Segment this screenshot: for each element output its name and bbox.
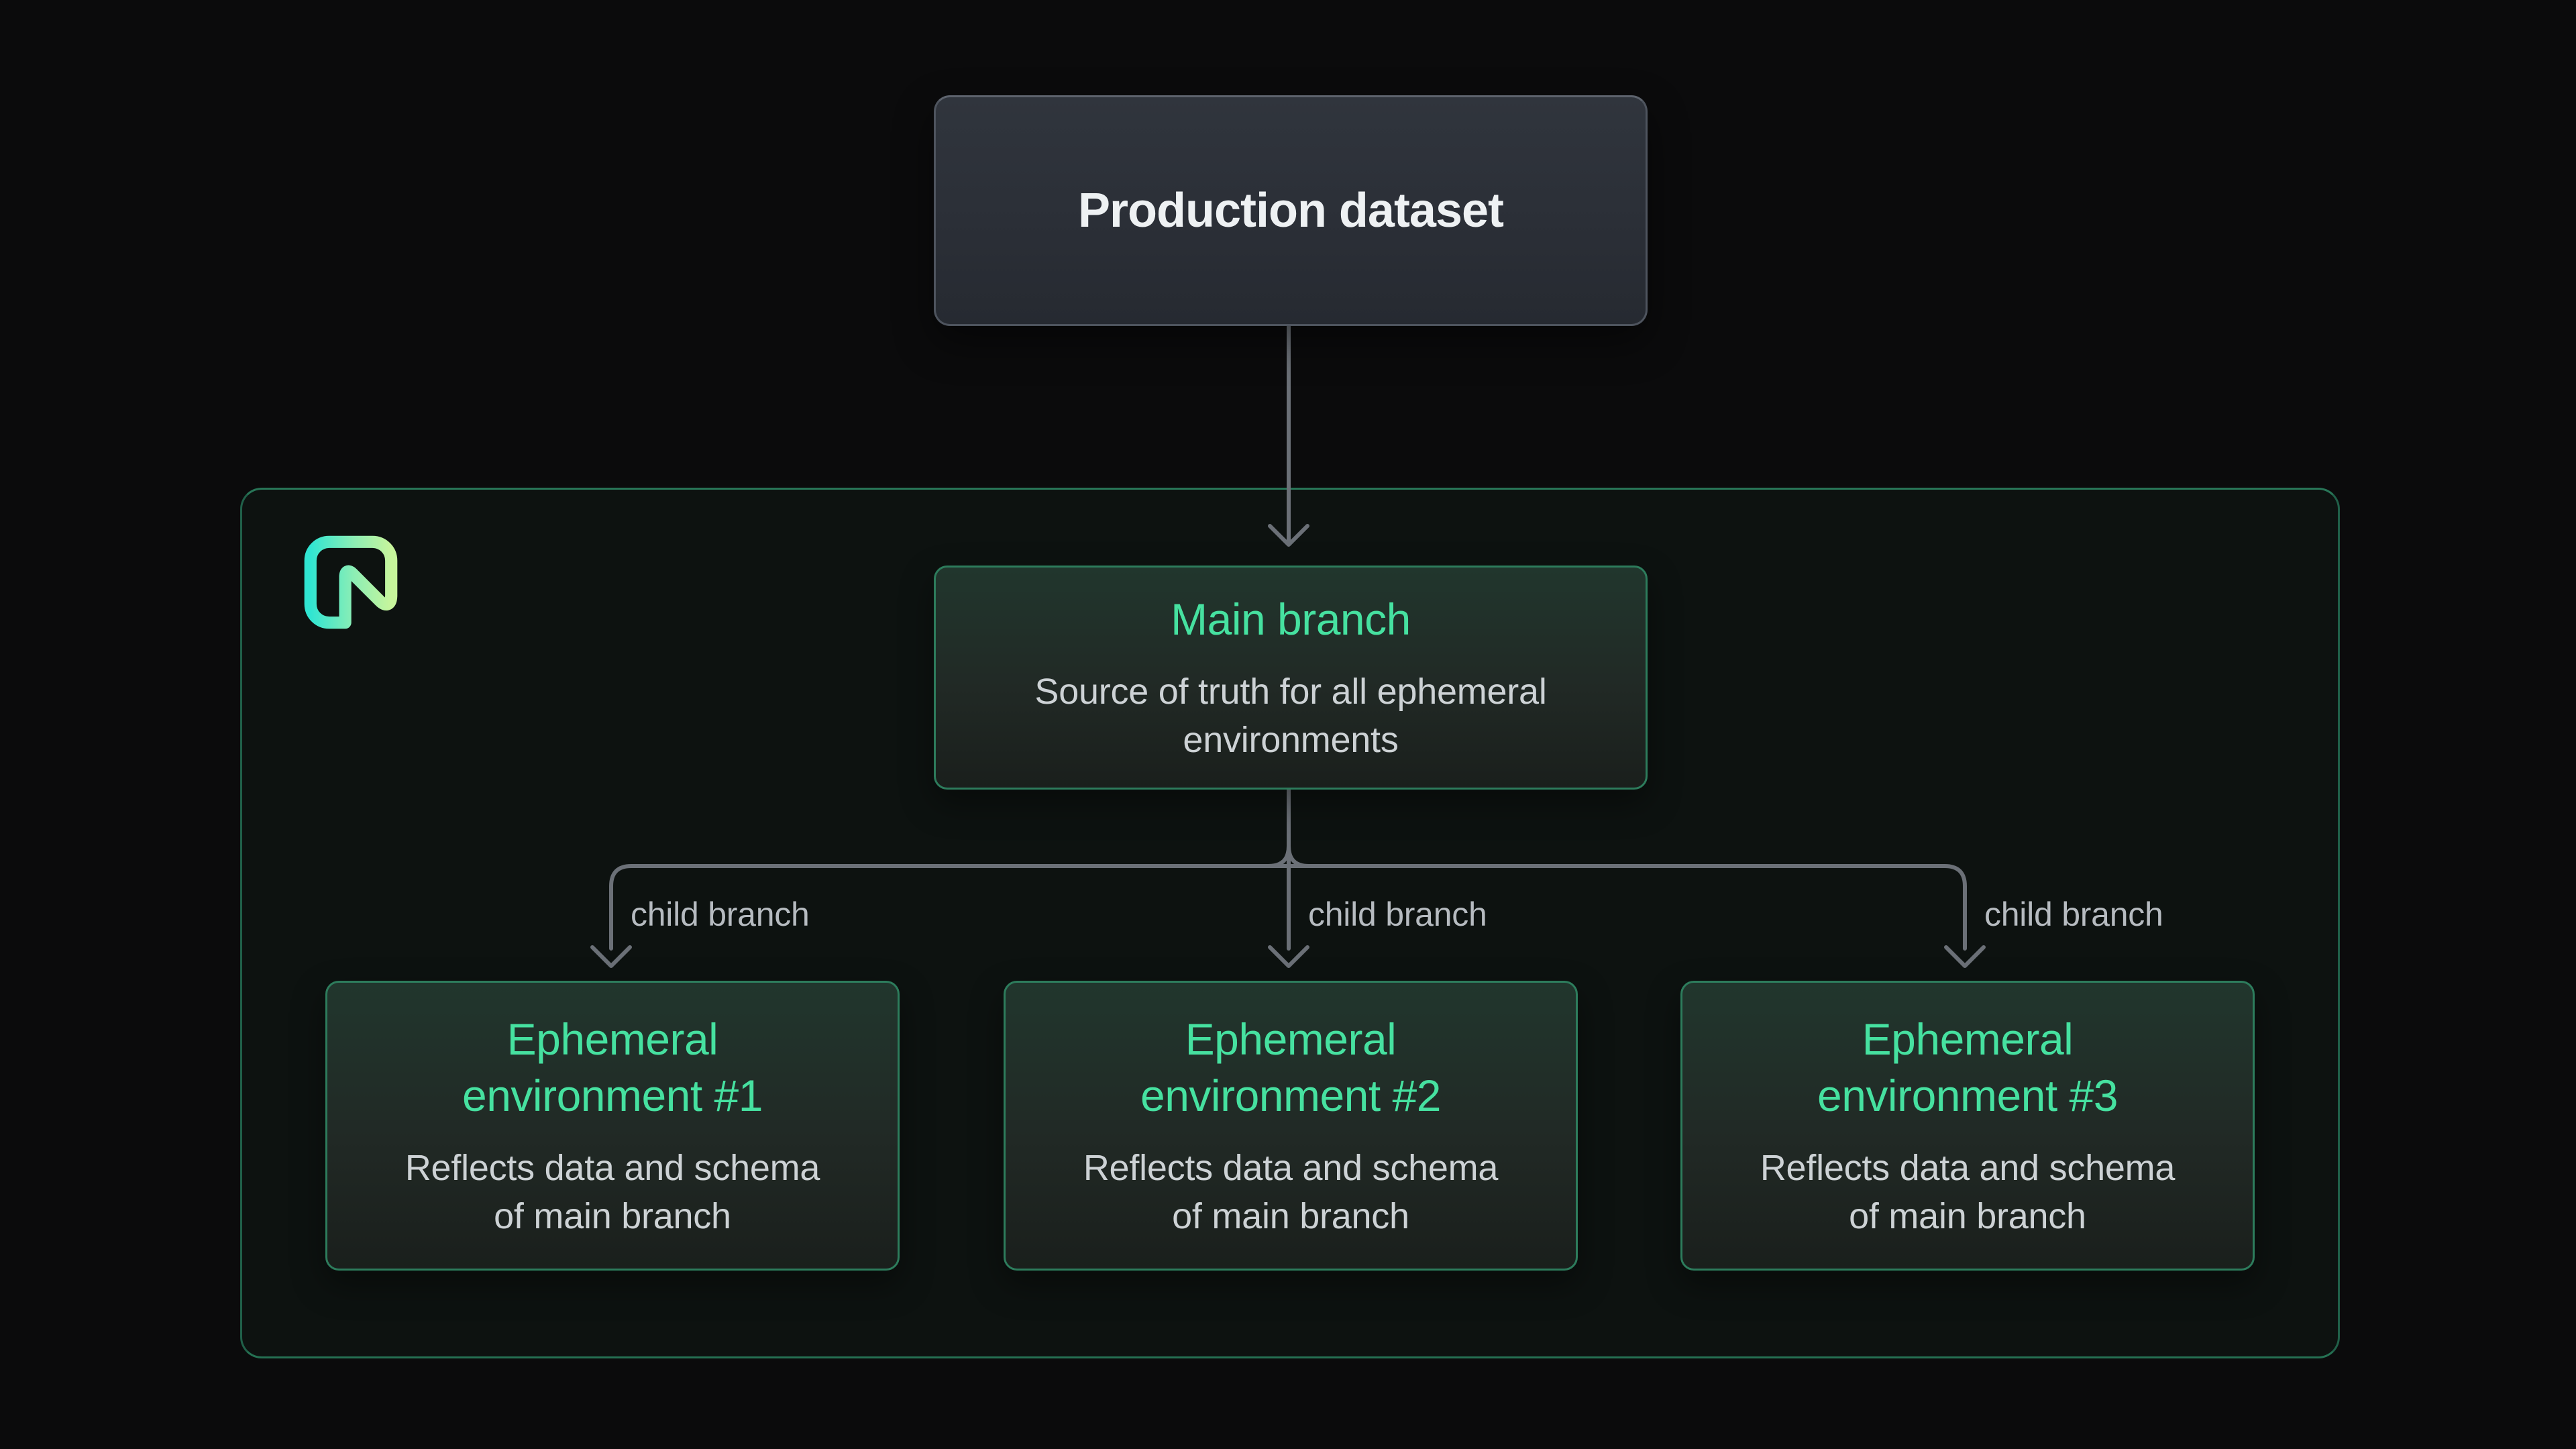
ephemeral-environment-1-title-line-2: environment #1 [462, 1071, 763, 1120]
ephemeral-environment-3-box: Ephemeral environment #3 Reflects data a… [1680, 981, 2255, 1271]
ephemeral-environment-1-subtitle-line-1: Reflects data and schema [405, 1148, 820, 1188]
main-branch-title: Main branch [1171, 594, 1411, 644]
ephemeral-environment-3-title-line-1: Ephemeral [1862, 1014, 2074, 1064]
main-branch-subtitle-line-1: Source of truth for all ephemeral [1034, 672, 1547, 712]
ephemeral-environment-3-subtitle-line-2: of main branch [1849, 1196, 2086, 1236]
ephemeral-environment-2-title: Ephemeral environment #2 [1140, 1011, 1441, 1124]
ephemeral-environment-1-title: Ephemeral environment #1 [462, 1011, 763, 1124]
ephemeral-environment-2-box: Ephemeral environment #2 Reflects data a… [1004, 981, 1578, 1271]
ephemeral-environment-3-subtitle: Reflects data and schema of main branch [1760, 1144, 2176, 1240]
ephemeral-environment-2-title-line-2: environment #2 [1140, 1071, 1441, 1120]
ephemeral-environment-2-subtitle: Reflects data and schema of main branch [1083, 1144, 1499, 1240]
ephemeral-environment-1-box: Ephemeral environment #1 Reflects data a… [325, 981, 900, 1271]
neon-logo-icon [304, 535, 398, 629]
ephemeral-environment-3-title-line-2: environment #3 [1817, 1071, 2118, 1120]
production-dataset-box: Production dataset [934, 95, 1648, 326]
ephemeral-environment-1-subtitle: Reflects data and schema of main branch [405, 1144, 820, 1240]
ephemeral-environment-2-subtitle-line-2: of main branch [1172, 1196, 1409, 1236]
child-branch-label-3: child branch [1984, 896, 2163, 933]
ephemeral-environment-3-subtitle-line-1: Reflects data and schema [1760, 1148, 2176, 1188]
ephemeral-environment-3-title: Ephemeral environment #3 [1817, 1011, 2118, 1124]
ephemeral-environment-1-subtitle-line-2: of main branch [494, 1196, 731, 1236]
main-branch-box: Main branch Source of truth for all ephe… [934, 566, 1648, 790]
main-branch-subtitle-line-2: environments [1183, 720, 1399, 760]
ephemeral-environment-1-title-line-1: Ephemeral [506, 1014, 718, 1064]
ephemeral-environment-2-title-line-1: Ephemeral [1185, 1014, 1397, 1064]
production-dataset-title: Production dataset [1077, 184, 1504, 237]
child-branch-label-1: child branch [631, 896, 810, 933]
ephemeral-environment-2-subtitle-line-1: Reflects data and schema [1083, 1148, 1499, 1188]
main-branch-subtitle: Source of truth for all ephemeral enviro… [1034, 667, 1546, 764]
child-branch-label-2: child branch [1308, 896, 1487, 933]
neon-logo-path [304, 535, 398, 629]
